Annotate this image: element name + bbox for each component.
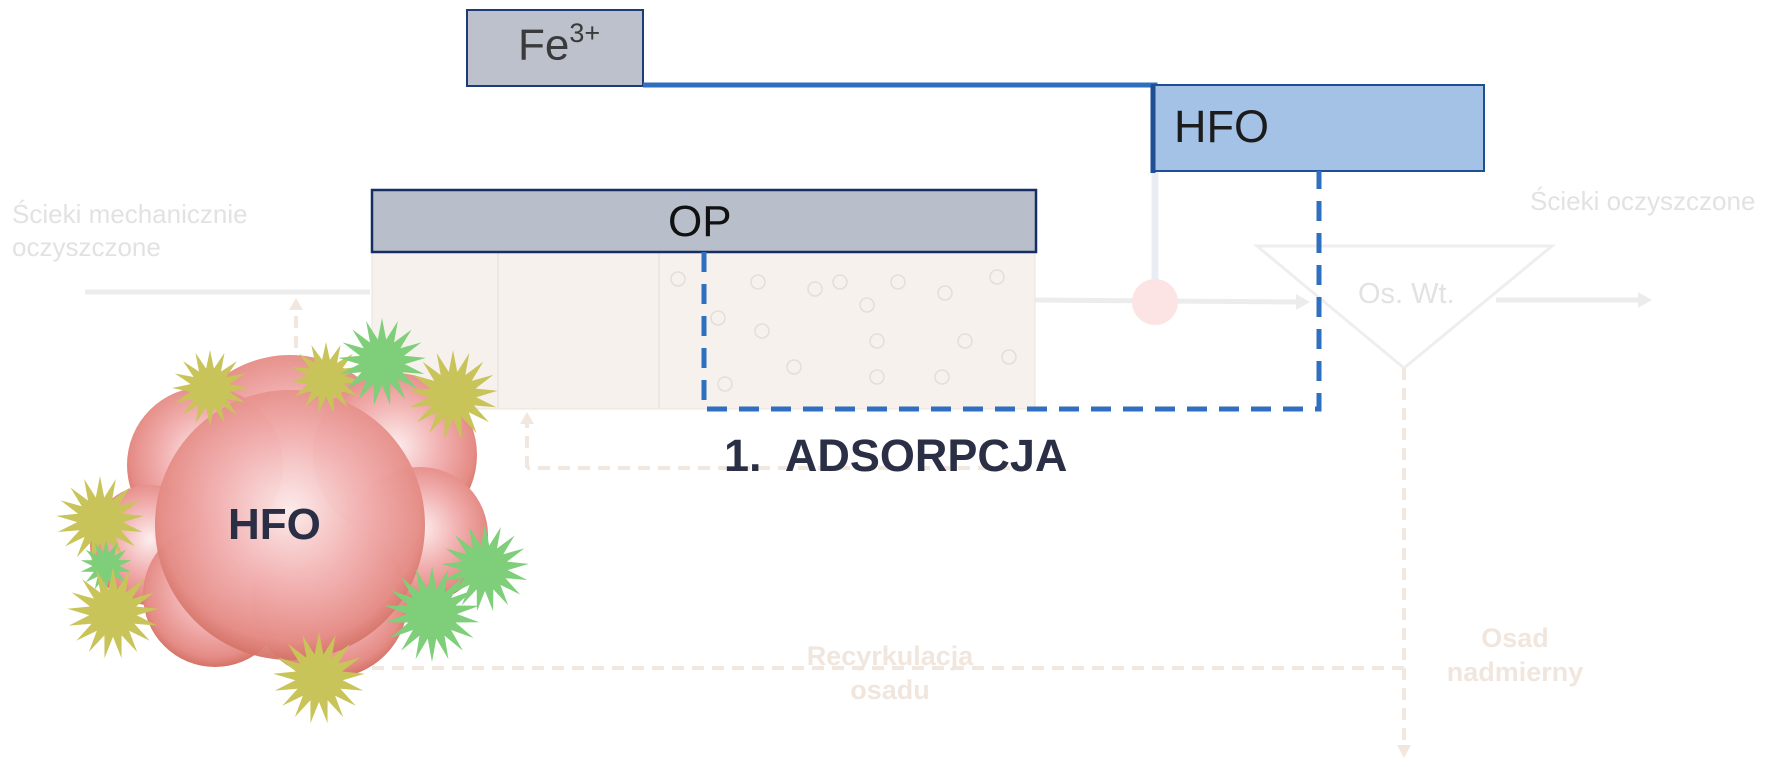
adsorbed-particle-star — [408, 350, 498, 440]
inflow-label: Ścieki mechanicznie oczyszczone — [12, 198, 248, 264]
stage-title: 1. ADSORPCJA — [724, 430, 1068, 481]
excess-sludge-label-line2: nadmierny — [1446, 657, 1584, 687]
settler-shape — [1252, 244, 1557, 370]
fe3-label-superscript: 3+ — [569, 18, 601, 48]
adsorbed-particle-star — [273, 632, 365, 724]
recirculation-arrowhead — [289, 298, 303, 310]
fe3-label-base: Fe — [518, 20, 570, 70]
hfo-box-label: HFO — [1174, 101, 1269, 152]
internal-recycle-arrowhead — [520, 412, 534, 424]
op-tank-header — [370, 188, 1038, 254]
fe-feed-line — [643, 82, 1158, 172]
hfo-floc-cloud — [90, 355, 488, 678]
fe3-box — [466, 9, 644, 87]
adsorbed-particle-star — [80, 540, 132, 592]
fe3-label: Fe3+ — [518, 18, 601, 71]
outflow-label: Ścieki oczyszczone — [1530, 186, 1756, 216]
reactor-bubbles — [670, 269, 1017, 392]
inflow-label-line1: Ścieki mechanicznie — [12, 199, 248, 229]
outflow-arrowhead-1 — [1296, 294, 1310, 310]
excess-sludge-arrowhead — [1397, 745, 1411, 758]
op-tank-label: OP — [668, 197, 732, 246]
excess-sludge-label-line1: Osad — [1481, 623, 1549, 653]
hfo-cloud-label: HFO — [228, 500, 321, 549]
adsorbed-particle-star — [172, 350, 248, 426]
recirculation-label-line2: osadu — [850, 675, 930, 705]
hfo-box — [1151, 84, 1485, 172]
settler-label: Os. Wt. — [1358, 278, 1455, 310]
dosing-point — [1132, 279, 1178, 325]
recirculation-label: Recyrkulacja osadu — [780, 639, 1000, 707]
inflow-label-line2: oczyszczone — [12, 232, 161, 262]
adsorbed-particle-star — [338, 318, 426, 406]
recirculation-label-line1: Recyrkulacja — [806, 641, 974, 671]
adsorbed-particle-star — [290, 342, 362, 414]
adsorbed-particles — [56, 318, 529, 724]
adsorption-dashed-loop — [701, 171, 1322, 412]
adsorbed-particle-star — [56, 476, 144, 564]
outflow-arrowhead-2 — [1638, 292, 1652, 308]
adsorbed-particle-star — [384, 566, 480, 662]
excess-sludge-label: Osad nadmierny — [1420, 621, 1610, 689]
adsorbed-particle-star — [67, 567, 159, 659]
adsorbed-particle-star — [441, 524, 529, 612]
